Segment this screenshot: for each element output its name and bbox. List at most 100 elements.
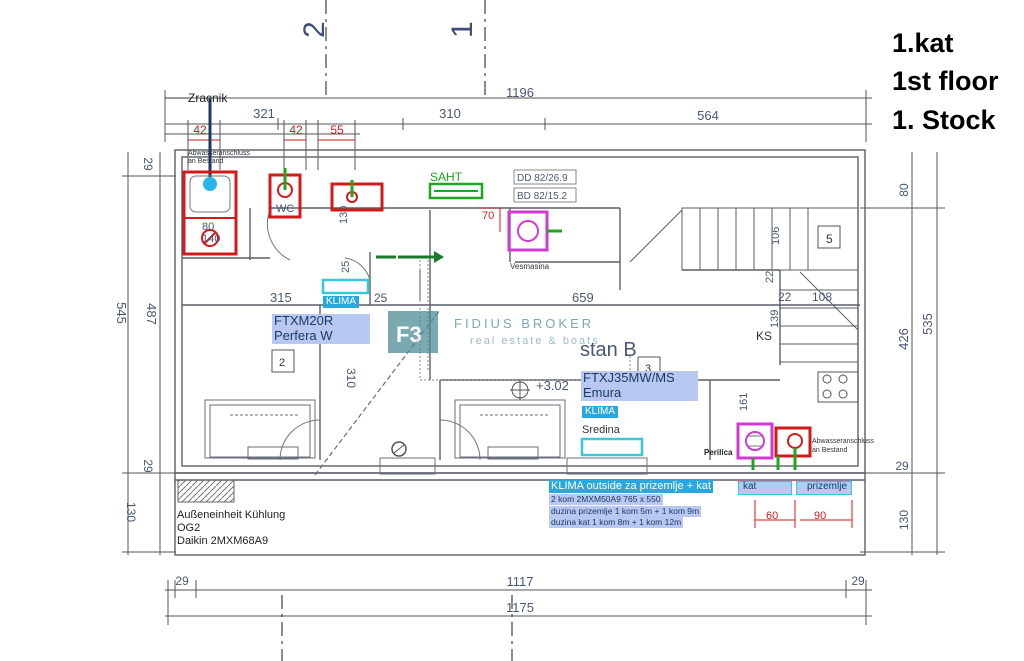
dim-487: 487 <box>144 303 159 325</box>
dim-22b: 22 <box>778 290 792 304</box>
dim-108: 108 <box>812 290 832 304</box>
air-vent-icon <box>203 177 217 191</box>
floor-title-hr: 1.kat <box>892 28 954 58</box>
dim-139: 139 <box>769 310 781 328</box>
klima-outside-title: KLIMA outside za prizemlje + kat <box>549 480 713 493</box>
dim-1117: 1117 <box>507 574 534 589</box>
dim-22a: 22 <box>764 271 776 283</box>
dim-130-right: 130 <box>897 510 911 530</box>
dim-535: 535 <box>920 313 935 335</box>
axis-label-1: 1 <box>446 21 479 38</box>
label-abwasser-2b: an Bestand <box>812 447 848 454</box>
label-vesmasina: Vesmasina <box>510 262 550 271</box>
dim-70: 70 <box>482 210 494 222</box>
drain-fixture <box>774 426 812 458</box>
right-dimension-lines <box>860 152 945 555</box>
klima-unit-1-box: FTXM20R Perfera W <box>272 314 370 344</box>
label-perilica: Perilica <box>704 448 733 457</box>
label-sredina: Sredina <box>582 424 621 436</box>
klima-unit-2-box: FTXJ35MW/MS Emura <box>581 371 698 401</box>
room-5-label: 5 <box>826 232 833 246</box>
watermark: F3 FIDIUS BROKER real estate & boats <box>388 311 600 353</box>
dim-25b: 25 <box>374 291 388 305</box>
room-2-label: 2 <box>279 357 285 369</box>
dim-310-top: 310 <box>439 106 461 121</box>
klima-unit-2-model: FTXJ35MW/MS <box>583 370 675 385</box>
dryer-fixture <box>736 422 774 460</box>
label-bd: BD 82/15.2 <box>517 191 567 202</box>
stove <box>817 371 859 403</box>
bottom-dimension-lines <box>165 580 872 625</box>
label-abwasser-1: Abwasseranschluss <box>188 150 250 157</box>
dim-90: 90 <box>814 510 826 522</box>
klima-outside-line-3: duzina kat 1 kom 8m + 1 kom 12m <box>549 517 684 528</box>
bd-box <box>513 187 577 203</box>
label-aussen-3: Daikin 2MXM68A9 <box>177 535 268 547</box>
label-zracnik: Zracnik <box>188 91 228 105</box>
dim-161: 161 <box>738 393 750 411</box>
floor-drain-icon <box>391 441 407 457</box>
floor-title-en: 1st floor <box>892 66 999 96</box>
prizemlje-box: prizemlje <box>796 481 852 495</box>
dim-426: 426 <box>896 328 911 350</box>
klima-unit-1-outline <box>321 278 370 295</box>
dim-130-v: 130 <box>338 206 350 224</box>
dd-box <box>513 169 577 185</box>
label-dd: DD 82/26.9 <box>517 173 568 184</box>
klima-unit-1-model: FTXM20R <box>274 313 334 328</box>
label-ks: KS <box>756 329 772 343</box>
top-dimension-lines <box>164 90 872 170</box>
dim-310-v: 310 <box>344 368 358 388</box>
kat-box: kat <box>738 481 792 495</box>
axis-label-2: 2 <box>298 21 331 38</box>
dim-42b: 42 <box>289 123 303 137</box>
dim-545: 545 <box>114 302 129 324</box>
watermark-main: FIDIUS BROKER <box>454 316 594 331</box>
dim-29-right: 29 <box>895 459 909 473</box>
room-2-box <box>271 349 295 373</box>
watermark-logo-text: F3 <box>396 322 422 347</box>
dim-140: 140 <box>202 233 220 245</box>
watermark-sub: real estate & boats <box>470 335 600 347</box>
klima-tag-2: KLIMA <box>582 406 619 418</box>
washing-machine-fixture <box>507 210 549 252</box>
label-stan-b: stan B <box>580 339 637 361</box>
klima-tag-1: KLIMA <box>323 296 360 308</box>
klima-unit-2-outline <box>580 437 644 457</box>
dim-60: 60 <box>766 510 778 522</box>
dim-29-br: 29 <box>851 574 865 588</box>
staircase <box>629 207 859 363</box>
klima-unit-1-name: Perfera W <box>274 328 333 343</box>
klima-outside-line-1: 2 kom 2MXM50A9 765 x 550 <box>549 494 663 505</box>
dim-564: 564 <box>697 108 719 123</box>
room-5-box <box>817 225 841 249</box>
dim-80-right: 80 <box>897 183 911 197</box>
windows <box>204 399 648 475</box>
klima-unit-2-name: Emura <box>583 385 622 400</box>
dim-29b-left: 29 <box>141 459 155 473</box>
sink-fixture <box>182 170 238 256</box>
dim-106: 106 <box>770 227 782 245</box>
klima-outside-line-2: duzina prizemlje 1 kom 5m + 1 kom 9m <box>549 506 702 517</box>
dim-80-basin: 80 <box>202 221 214 233</box>
dim-130-left: 130 <box>124 502 138 522</box>
dim-659: 659 <box>572 290 594 305</box>
label-aussen-1: Außeneinheit Kühlung <box>177 509 285 521</box>
label-saht: SAHT <box>430 170 463 184</box>
left-dimension-lines <box>122 152 176 555</box>
dim-315: 315 <box>270 290 292 305</box>
dim-42a: 42 <box>193 123 207 137</box>
dim-29-bl: 29 <box>175 574 189 588</box>
label-wc: WC <box>276 203 294 215</box>
room-3-label: 3 <box>645 363 651 375</box>
dim-55: 55 <box>330 123 344 137</box>
level-label: +3.02 <box>536 378 569 393</box>
dim-25a: 25 <box>340 261 352 273</box>
airflow-arrow-icon <box>376 251 444 263</box>
shower-fixture <box>330 182 384 212</box>
dim-29-left: 29 <box>141 157 155 171</box>
dim-321: 321 <box>253 106 275 121</box>
dim-1196: 1196 <box>506 85 534 100</box>
floor-title-de: 1. Stock <box>892 105 996 135</box>
